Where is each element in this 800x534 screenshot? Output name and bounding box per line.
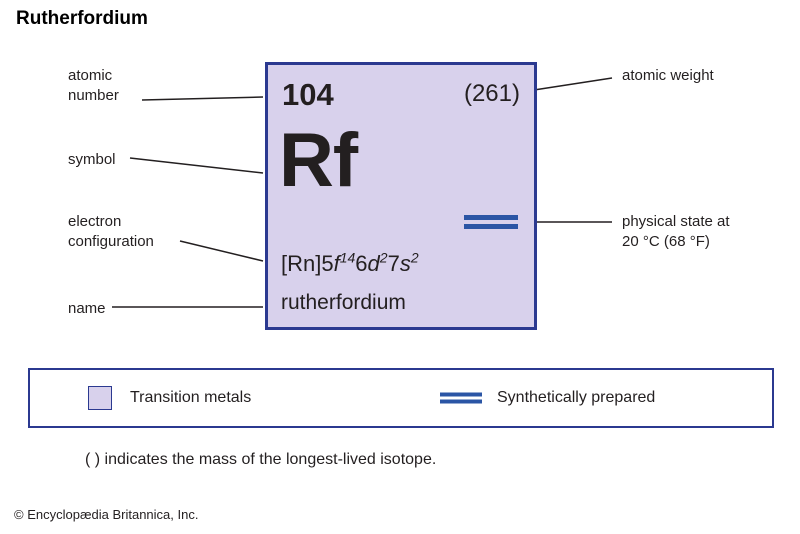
label-physical-state: physical state at 20 °C (68 °F)	[622, 213, 730, 250]
leader-line-symbol	[129, 157, 264, 174]
legend-state-bar-bottom	[440, 399, 482, 404]
label-symbol: symbol	[68, 151, 116, 168]
leader-line-atomic-number	[141, 96, 264, 101]
label-electron-configuration: electron configuration	[68, 213, 154, 250]
econfig-fragment: 7	[387, 251, 400, 276]
state-bar-top	[464, 215, 518, 220]
econfig-fragment: 14	[339, 249, 356, 266]
label-name: name	[68, 300, 106, 317]
legend-label-transition-metals: Transition metals	[130, 389, 252, 406]
econfig-fragment: [Rn]5	[281, 251, 334, 276]
synthetically-prepared-icon	[440, 392, 482, 404]
atomic-number-value: 104	[282, 77, 334, 112]
page-title: Rutherfordium	[16, 8, 148, 29]
econfig-fragment: s	[399, 251, 411, 276]
legend-state-bar-top	[440, 392, 482, 397]
leader-line-electron-configuration	[179, 240, 264, 262]
state-bar-bottom	[464, 224, 518, 229]
econfig-fragment: 6	[355, 251, 368, 276]
legend: Transition metals Synthetically prepared	[28, 368, 774, 428]
element-name: rutherfordium	[281, 291, 406, 314]
periodic-table-cell: 104 (261) Rf [Rn]5f146d27s2 rutherfordiu…	[265, 62, 537, 330]
label-atomic-number: atomic number	[68, 67, 119, 104]
leader-line-atomic-weight	[533, 77, 613, 91]
econfig-fragment: 2	[410, 249, 419, 266]
electron-configuration-value: [Rn]5f146d27s2	[281, 251, 419, 277]
econfig-fragment: f	[333, 251, 340, 276]
element-symbol: Rf	[279, 118, 358, 203]
footnote: ( ) indicates the mass of the longest-li…	[85, 451, 437, 468]
label-atomic-weight: atomic weight	[622, 67, 714, 84]
atomic-weight-value: (261)	[463, 80, 520, 107]
econfig-fragment: 2	[379, 249, 388, 266]
econfig-fragment: d	[367, 251, 380, 276]
legend-label-synthetically-prepared: Synthetically prepared	[497, 389, 656, 406]
transition-metals-swatch	[88, 386, 112, 410]
copyright: © Encyclopædia Britannica, Inc.	[14, 507, 199, 522]
physical-state-icon	[464, 215, 518, 229]
